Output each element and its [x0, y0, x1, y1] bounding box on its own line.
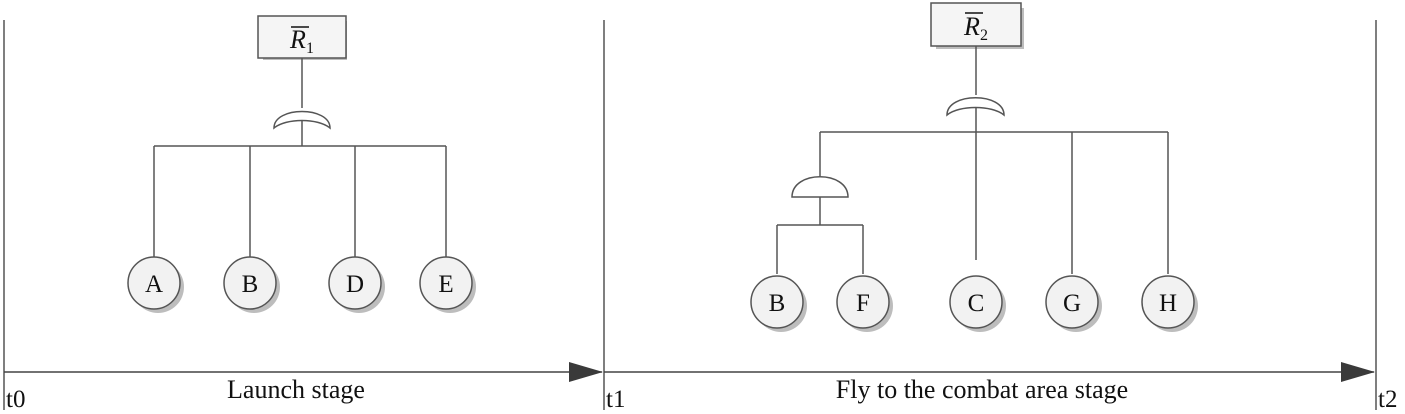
- time-label-t0: t0: [6, 386, 25, 413]
- stage-label-fly-to-combat: Fly to the combat area stage: [836, 375, 1128, 404]
- top-event-label-r1: R1: [289, 25, 314, 57]
- basic-event-label-b-2: B: [769, 290, 786, 317]
- basic-event-c: [949, 275, 1003, 329]
- top-event-label-r2: R2: [963, 12, 988, 44]
- basic-event-b-2: [750, 275, 804, 329]
- basic-event-a: [127, 256, 181, 310]
- time-label-t1: t1: [606, 386, 625, 413]
- basic-event-d: [328, 256, 382, 310]
- basic-event-b: [223, 256, 277, 310]
- basic-event-label-c: C: [968, 290, 985, 317]
- basic-event-label-g: G: [1063, 290, 1081, 317]
- basic-event-e: [419, 256, 473, 310]
- top-event-box-r2: [930, 2, 1022, 47]
- basic-event-g: [1045, 275, 1099, 329]
- and-gate-1: [273, 110, 331, 130]
- basic-event-label-d: D: [346, 271, 364, 298]
- time-label-t2: t2: [1378, 386, 1397, 413]
- basic-event-label-a: A: [145, 271, 163, 298]
- basic-event-f: [836, 275, 890, 329]
- top-event-box-r1: [257, 15, 347, 59]
- fault-tree-2: R2 B F C G H: [750, 2, 1198, 332]
- and-gate-sub: [791, 176, 849, 198]
- and-gate-2: [946, 97, 1005, 117]
- basic-event-label-b: B: [242, 271, 259, 298]
- basic-event-label-h: H: [1159, 290, 1177, 317]
- fault-tree-1: R1 A B D E: [127, 15, 476, 313]
- stage-label-launch: Launch stage: [227, 375, 365, 404]
- basic-event-h: [1141, 275, 1195, 329]
- basic-event-label-f: F: [856, 290, 870, 317]
- basic-event-label-e: E: [438, 271, 453, 298]
